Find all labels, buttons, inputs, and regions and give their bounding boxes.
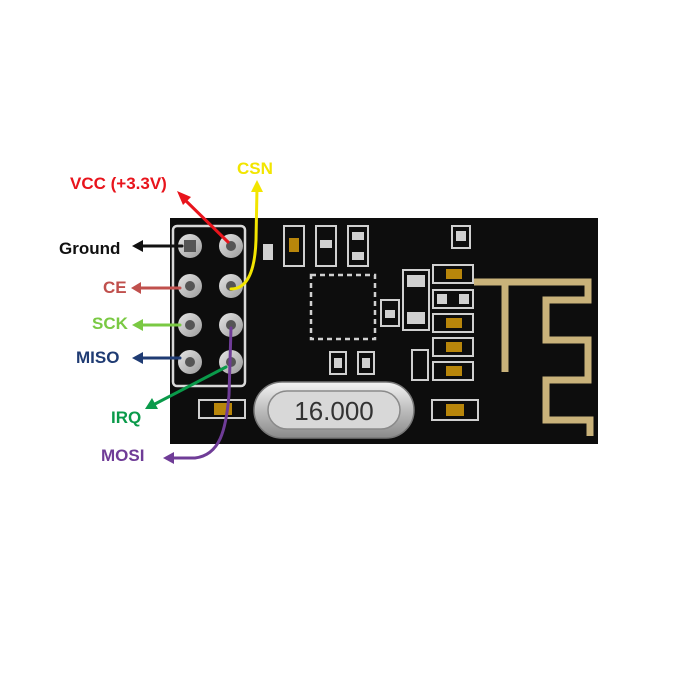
label-miso: MISO bbox=[76, 348, 120, 367]
csn-leader bbox=[229, 186, 259, 291]
pcb-antenna-trace bbox=[474, 278, 594, 436]
irq-leader bbox=[151, 365, 228, 407]
pin-ce bbox=[178, 274, 202, 298]
pin-mosi bbox=[219, 313, 243, 337]
label-vcc: VCC (+3.3V) bbox=[70, 174, 167, 193]
sck-arrowhead bbox=[132, 319, 143, 331]
irq-arrowhead bbox=[145, 398, 158, 409]
crystal-frequency-label: 16.000 bbox=[294, 396, 374, 426]
ground-arrowhead bbox=[132, 240, 143, 252]
mosi-leader bbox=[170, 326, 233, 460]
label-csn: CSN bbox=[237, 159, 273, 178]
pin-sck bbox=[178, 313, 202, 337]
smd-components-top bbox=[263, 225, 471, 267]
label-ce: CE bbox=[103, 278, 127, 297]
csn-arrowhead bbox=[251, 180, 263, 192]
rf-chip-outline bbox=[309, 273, 377, 341]
label-irq: IRQ bbox=[111, 408, 142, 427]
vcc-arrowhead bbox=[177, 191, 191, 205]
miso-arrowhead bbox=[132, 352, 143, 364]
pin-miso bbox=[178, 350, 202, 374]
pin-leaders bbox=[131, 180, 263, 464]
pin-header-outline bbox=[171, 224, 247, 388]
crystal-oscillator: 16.000 bbox=[253, 381, 415, 439]
pin-ground bbox=[178, 234, 202, 258]
label-mosi: MOSI bbox=[101, 446, 145, 465]
mosi-arrowhead bbox=[163, 452, 174, 464]
label-sck: SCK bbox=[92, 314, 128, 333]
ce-arrowhead bbox=[131, 282, 141, 294]
smd-components-right bbox=[380, 264, 474, 381]
vcc-leader bbox=[181, 196, 230, 244]
rf-chip-pad bbox=[328, 292, 358, 322]
label-ground: Ground bbox=[59, 239, 121, 258]
